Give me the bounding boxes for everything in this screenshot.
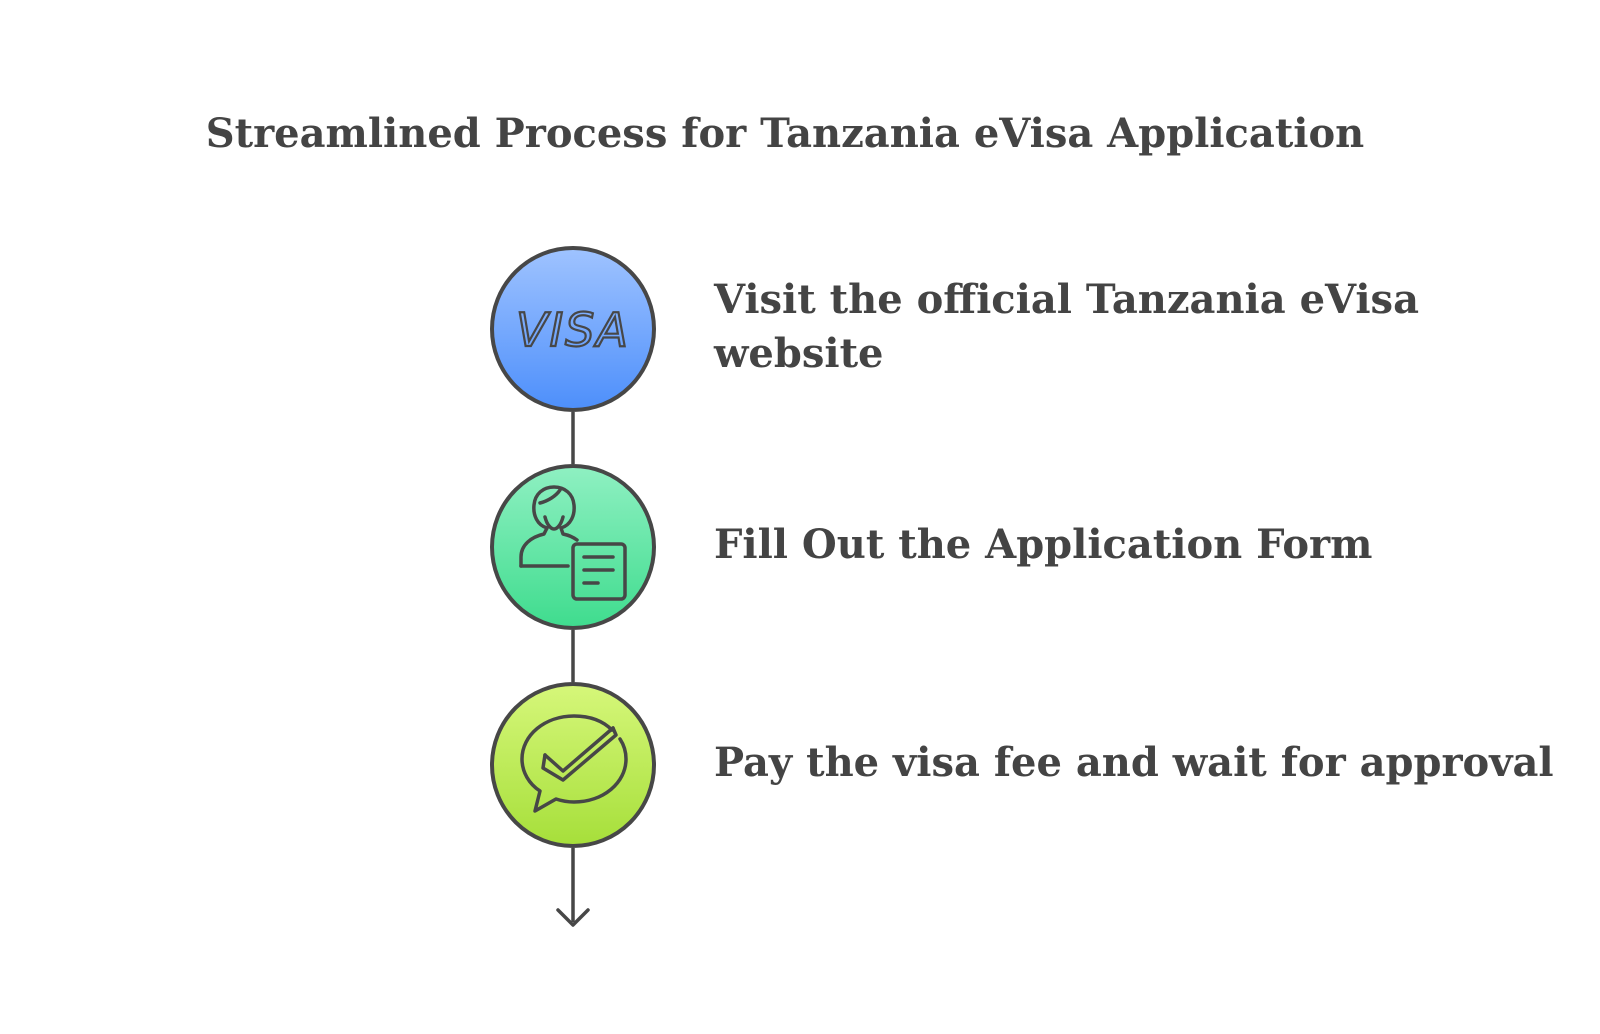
chat-check-icon — [520, 714, 628, 813]
arrow-down-icon — [556, 908, 590, 927]
step-1-node: VISA — [490, 246, 656, 412]
step-1-label-line-1: Visit the official Tanzania eVisa — [714, 276, 1419, 323]
step-3-node — [490, 682, 656, 848]
step-1-label-line-2: website — [714, 330, 884, 377]
step-2-node — [490, 464, 656, 630]
step-1-label: Visit the official Tanzania eVisa websit… — [714, 273, 1419, 381]
visa-icon: VISA — [516, 303, 630, 357]
diagram-title: Streamlined Process for Tanzania eVisa A… — [0, 108, 1600, 160]
step-2-label-line-1: Fill Out the Application Form — [714, 521, 1373, 568]
step-2-label: Fill Out the Application Form — [714, 518, 1372, 572]
person-form-icon — [519, 485, 627, 601]
diagram-title-text: Streamlined Process for Tanzania eVisa A… — [205, 110, 1365, 157]
step-3-label-line-1: Pay the visa fee and wait for approval — [714, 739, 1554, 786]
step-3-label: Pay the visa fee and wait for approval — [714, 736, 1554, 790]
